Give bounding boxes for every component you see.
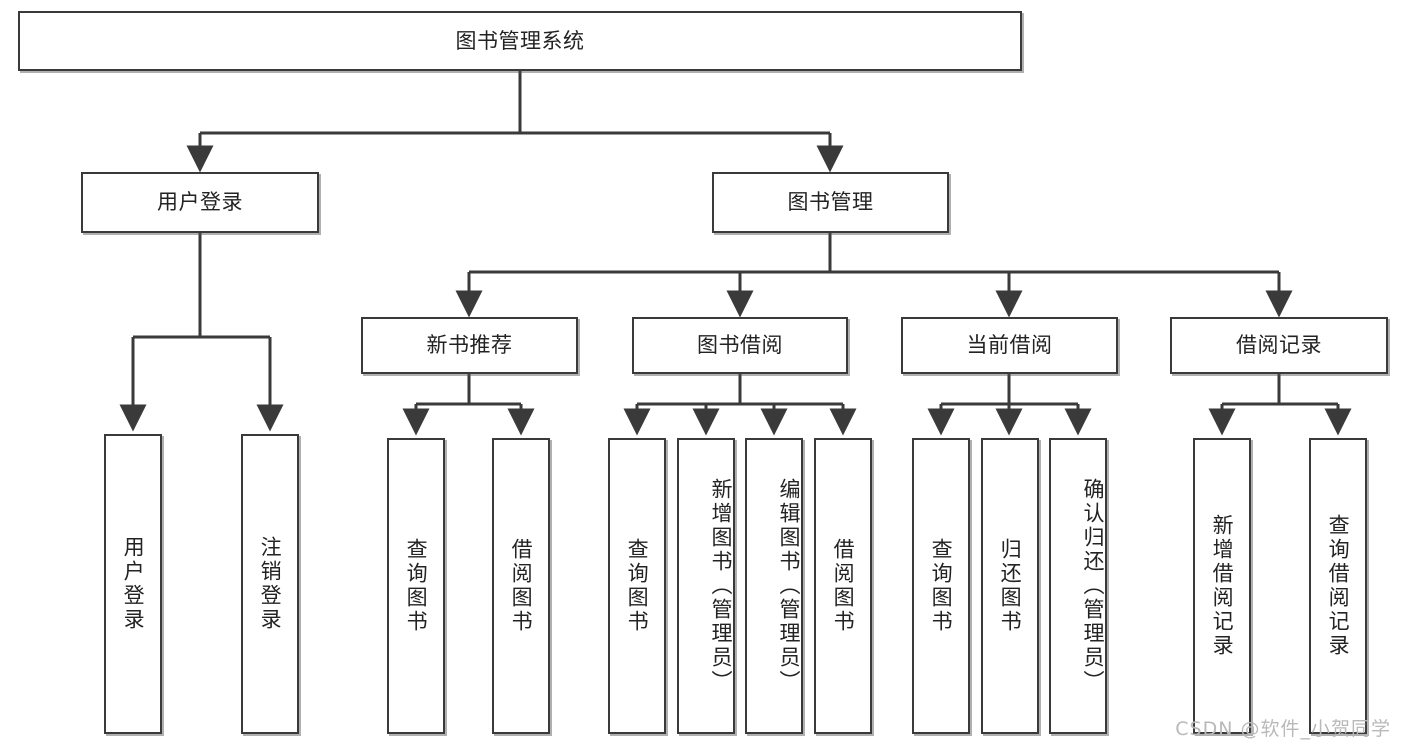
watermark-text: CSDN @软件_小贺同学 [1175,718,1391,740]
node-leaf-query-book-recommend[interactable]: 查询图书 [387,438,445,734]
node-label: 查询图书 [625,538,650,634]
node-label: 借阅记录 [1236,333,1322,358]
node-book-borrow[interactable]: 图书借阅 [632,317,848,374]
node-borrow-record[interactable]: 借阅记录 [1170,317,1388,374]
node-label: 确认归还（管理员） [1081,478,1105,694]
node-label: 新书推荐 [426,333,513,358]
node-leaf-query-book-borrow[interactable]: 查询图书 [608,438,666,734]
node-leaf-query-borrow-record[interactable]: 查询借阅记录 [1309,438,1367,734]
node-label: 新增借阅记录 [1210,514,1235,658]
node-leaf-edit-book-admin[interactable]: 编辑图书（管理员） [745,438,803,734]
node-label: 当前借阅 [966,333,1053,358]
node-label: 编辑图书（管理员） [777,478,801,694]
node-label: 图书管理系统 [455,28,585,53]
node-leaf-user-login[interactable]: 用户登录 [104,434,162,734]
node-leaf-return-book[interactable]: 归还图书 [981,438,1039,734]
node-leaf-borrow-book-recommend[interactable]: 借阅图书 [492,438,550,734]
node-label: 查询借阅记录 [1326,514,1351,658]
node-label: 归还图书 [998,538,1023,634]
node-label: 图书管理 [787,190,874,215]
node-label: 注销登录 [258,536,283,632]
node-leaf-add-borrow-record[interactable]: 新增借阅记录 [1193,438,1251,734]
node-label: 图书借阅 [697,333,783,358]
node-label: 新增图书（管理员） [709,478,733,694]
node-leaf-query-book-current[interactable]: 查询图书 [912,438,970,734]
node-label: 用户登录 [157,190,243,215]
node-label: 查询图书 [929,538,954,634]
node-label: 借阅图书 [509,538,534,634]
node-leaf-logout[interactable]: 注销登录 [241,434,299,734]
node-new-book-recommend[interactable]: 新书推荐 [361,317,578,374]
node-leaf-confirm-return-admin[interactable]: 确认归还（管理员） [1049,438,1107,734]
node-label: 查询图书 [404,538,429,634]
node-user-login[interactable]: 用户登录 [81,172,319,233]
node-label: 借阅图书 [831,538,856,634]
node-leaf-borrow-book[interactable]: 借阅图书 [814,438,872,734]
node-leaf-add-book-admin[interactable]: 新增图书（管理员） [677,438,735,734]
node-current-borrow[interactable]: 当前借阅 [901,317,1118,374]
node-label: 用户登录 [121,536,146,632]
node-root-book-management-system[interactable]: 图书管理系统 [18,11,1022,71]
node-book-management[interactable]: 图书管理 [712,172,949,233]
